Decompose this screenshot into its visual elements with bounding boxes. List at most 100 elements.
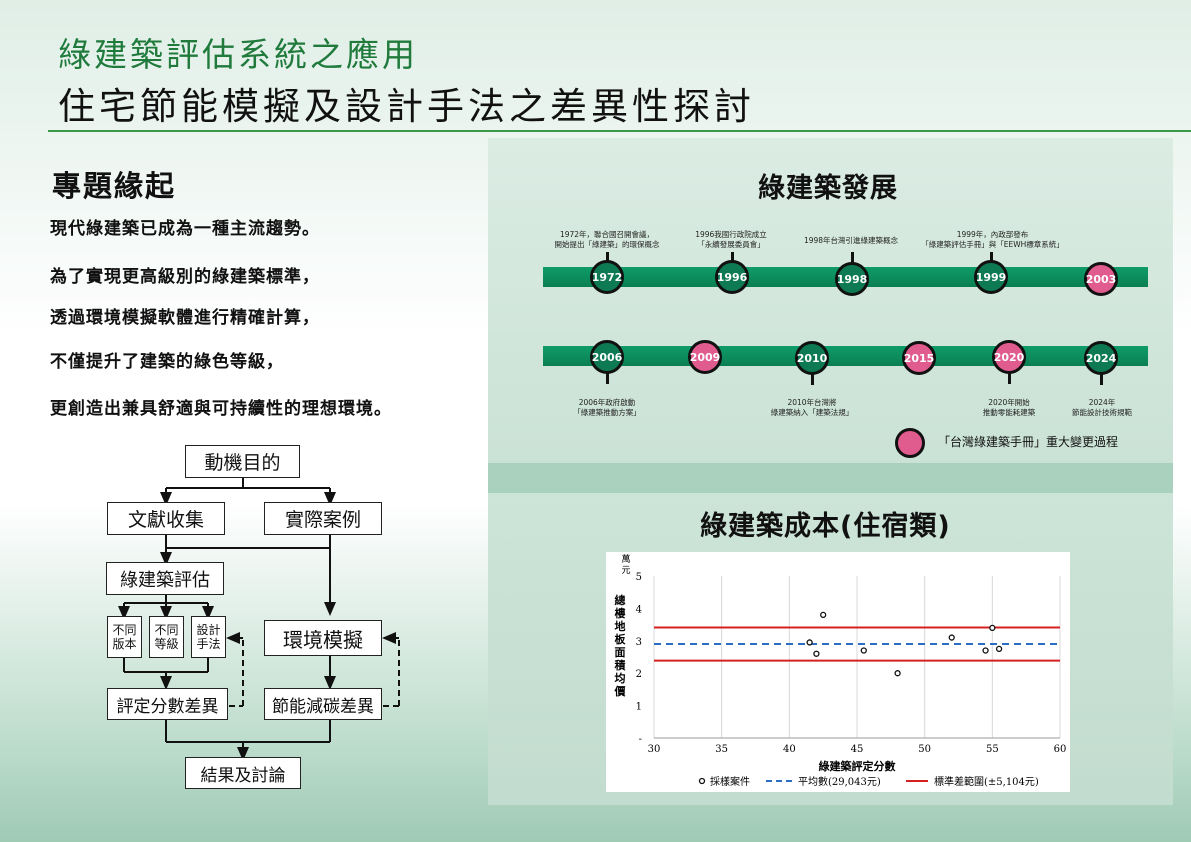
note-line: 開始提出「綠建築」的環保概念 [554, 240, 660, 249]
data-point [860, 647, 867, 654]
intro-line: 透過環境模擬軟體進行精確計算， [50, 308, 320, 328]
x-tick-label: 35 [715, 744, 728, 755]
intro-line: 為了實現更高級別的綠建築標準， [50, 267, 320, 287]
flow-motivation-box: 動機目的 [185, 445, 300, 478]
panel-separator [488, 463, 1173, 493]
timeline-note-2010: 2010年台灣將 綠建築納入「建築法規」 [752, 398, 872, 418]
note-line: 1998年台灣引進綠建築概念 [803, 236, 899, 245]
y-unit-label: 萬 [621, 553, 630, 565]
timeline-node-1998: 1998 [835, 262, 869, 296]
x-tick-label: 60 [1054, 744, 1067, 755]
timeline-panel [488, 138, 1173, 493]
flow-green-eval-box: 綠建築評估 [106, 562, 224, 595]
y-tick-label: 1 [636, 702, 642, 713]
timeline-stem [811, 373, 814, 385]
intro-heading: 專題緣起 [52, 169, 177, 203]
data-point [806, 639, 813, 646]
legend-label-points: 採樣案件 [710, 775, 750, 788]
note-line: 綠建築納入「建築法規」 [770, 408, 854, 417]
flow-conclusion-box: 結果及討論 [185, 757, 301, 789]
data-point [820, 611, 827, 619]
note-line: 「永續發展委員會」 [697, 240, 765, 249]
note-line: 2010年台灣將 [787, 398, 837, 407]
timeline-stem [990, 252, 993, 264]
timeline-legend-text: 「台灣綠建築手冊」重大變更過程 [938, 435, 1119, 449]
y-tick-label: 5 [636, 572, 642, 583]
title-line2: 住宅節能模擬及設計手法之差異性探討 [58, 85, 755, 128]
timeline-stem [1100, 373, 1103, 385]
y-tick-label: - [639, 734, 642, 745]
y-tick-label: 2 [636, 669, 642, 680]
timeline-title: 綠建築發展 [758, 173, 898, 204]
data-point [989, 624, 996, 631]
timeline-note-2020: 2020年開始 推動零能耗建築 [968, 398, 1050, 418]
timeline-note-2024: 2024年 節能設計技術規範 [1062, 398, 1142, 418]
data-point [948, 634, 955, 641]
intro-line: 現代綠建築已成為一種主流趨勢。 [50, 219, 320, 239]
y-axis-label: 總樓地板面積均價 [614, 593, 627, 698]
header-divider [48, 130, 1191, 132]
x-axis-label: 綠建築評定分數 [819, 759, 896, 773]
timeline-stem [606, 372, 609, 384]
flow-design-method-box: 設計手法 [191, 616, 226, 658]
legend-marker-points [698, 777, 706, 785]
timeline-stem [851, 252, 854, 264]
flow-env-sim-box: 環境模擬 [264, 620, 382, 656]
note-line: 1996我國行政院成立 [695, 230, 767, 239]
flowchart-connectors [118, 478, 400, 761]
y-unit-label: 元 [621, 566, 630, 576]
timeline-stem [731, 252, 734, 264]
legend-label-mean: 平均數(29,043元) [798, 775, 881, 788]
y-tick-label: 4 [636, 604, 642, 615]
timeline-note-1999: 1999年，內政部發布 「綠建築評估手冊」與「EEWH標章系統」 [915, 230, 1070, 250]
x-tick-label: 55 [986, 744, 999, 755]
timeline-node-2006: 2006 [590, 340, 624, 374]
data-point [995, 645, 1003, 653]
title-line1: 綠建築評估系統之應用 [58, 35, 418, 74]
x-tick-label: 30 [648, 744, 661, 755]
x-tick-label: 50 [918, 744, 931, 755]
timeline-note-1972: 1972年，聯合國召開會議， 開始提出「綠建築」的環保概念 [547, 230, 667, 250]
note-line: 「綠建築評估手冊」與「EEWH標章系統」 [921, 240, 1064, 249]
timeline-node-2009: 2009 [688, 340, 722, 374]
timeline-node-1972: 1972 [590, 260, 624, 294]
data-point [982, 647, 989, 654]
note-line: 「綠建築推動方案」 [573, 408, 641, 417]
timeline-note-1998: 1998年台灣引進綠建築概念 [795, 236, 907, 246]
timeline-node-2003: 2003 [1084, 262, 1118, 296]
x-tick-label: 40 [783, 744, 796, 755]
timeline-stem [606, 252, 609, 264]
note-line: 2024年 [1088, 398, 1116, 407]
note-line: 1972年，聯合國召開會議， [559, 230, 655, 239]
note-line: 2020年開始 [988, 398, 1030, 407]
intro-line: 更創造出兼具舒適與可持續性的理想環境。 [50, 399, 392, 419]
flow-diff-level-box: 不同等級 [149, 616, 184, 658]
timeline-node-2010: 2010 [795, 341, 829, 375]
x-tick-label: 45 [851, 744, 864, 755]
data-point [813, 650, 820, 657]
timeline-node-1999: 1999 [974, 260, 1008, 294]
note-line: 推動零能耗建築 [982, 408, 1036, 417]
data-point [894, 670, 901, 677]
flow-carbon-diff-box: 節能減碳差異 [264, 688, 382, 720]
flow-cases-box: 實際案例 [264, 502, 382, 535]
timeline-legend-marker [895, 428, 925, 458]
timeline-stem [1008, 372, 1011, 384]
cost-chart-title: 綠建築成本(住宿類) [700, 511, 951, 542]
timeline-node-2024: 2024 [1084, 341, 1118, 375]
note-line: 節能設計技術規範 [1072, 408, 1132, 417]
note-line: 1999年，內政部發布 [956, 230, 1029, 239]
intro-line: 不僅提升了建築的綠色等級， [50, 352, 284, 372]
timeline-note-2006: 2006年政府啟動 「綠建築推動方案」 [557, 398, 657, 418]
legend-label-std: 標準差範圍(±5,104元) [934, 775, 1039, 788]
flow-score-diff-box: 評定分數差異 [107, 688, 228, 720]
timeline-bar-2 [543, 346, 1148, 366]
flow-diff-version-box: 不同版本 [107, 616, 142, 658]
timeline-node-2015: 2015 [902, 341, 936, 375]
timeline-node-2020: 2020 [992, 340, 1026, 374]
timeline-node-1996: 1996 [715, 260, 749, 294]
timeline-note-1996: 1996我國行政院成立 「永續發展委員會」 [676, 230, 786, 250]
flow-literature-box: 文獻收集 [107, 502, 225, 535]
